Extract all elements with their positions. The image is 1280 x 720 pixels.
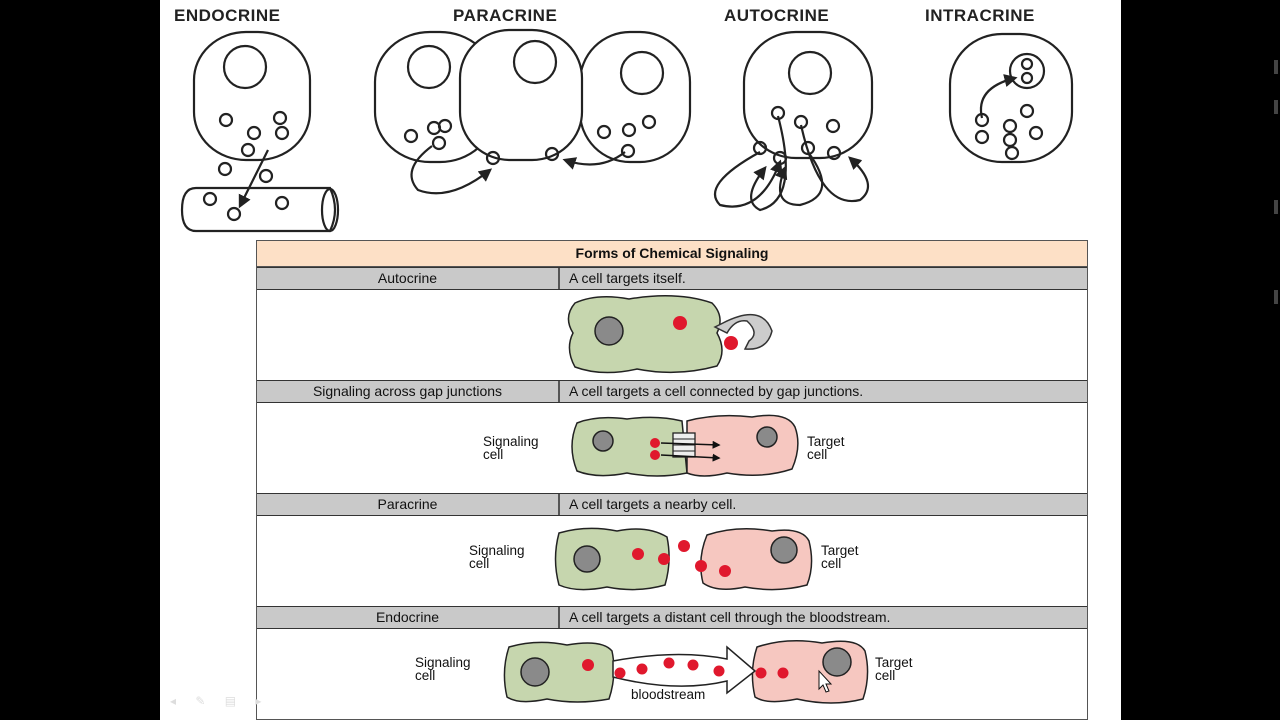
paracrine-title: PARACRINE: [453, 6, 558, 25]
signal-molecule: [650, 438, 660, 448]
intracrine-drawing: [948, 32, 1074, 164]
cell-diagrams: [503, 295, 869, 704]
signal-molecule: [650, 450, 660, 460]
target-cell: [700, 528, 813, 591]
row-name: Paracrine: [257, 494, 560, 515]
signal-molecule: [719, 565, 731, 577]
mouse-cursor-icon: [818, 669, 833, 693]
nucleus: [822, 647, 852, 677]
nucleus: [756, 426, 778, 448]
row-description: A cell targets a cell connected by gap j…: [569, 383, 864, 399]
row-description: A cell targets itself.: [569, 270, 686, 286]
row-header-paracrine: Paracrine A cell targets a nearby cell.: [257, 493, 1087, 516]
target-cell: [751, 640, 869, 704]
row-name: Signaling across gap junctions: [257, 381, 560, 402]
signaling-cell: [554, 527, 670, 591]
signaling-cell: [503, 641, 615, 703]
endocrine-drawing: [180, 30, 340, 233]
bloodstream-arrow: [612, 645, 757, 695]
endocrine-cell-diagram: [503, 640, 869, 704]
row-description: A cell targets a distant cell through th…: [569, 609, 891, 625]
signal-molecule: [724, 336, 738, 350]
nucleus: [592, 430, 614, 452]
chemical-signaling-table: Forms of Chemical Signaling Autocrine A …: [256, 240, 1088, 720]
table-title: Forms of Chemical Signaling: [257, 241, 1087, 267]
autocrine-drawing: [714, 30, 874, 212]
row-header-endocrine: Endocrine A cell targets a distant cell …: [257, 606, 1087, 629]
paracrine-drawing: [373, 28, 692, 195]
signaling-cell: [567, 295, 723, 374]
signal-molecule: [658, 553, 670, 565]
signaling-types-illustration: [180, 28, 1074, 233]
target-cell: [686, 414, 799, 477]
signal-molecule: [582, 659, 594, 671]
nucleus: [520, 657, 550, 687]
row-description: A cell targets a nearby cell.: [569, 496, 737, 512]
gap-junction-diagram: [571, 414, 799, 477]
row-header-gap-junctions: Signaling across gap junctions A cell ta…: [257, 380, 1087, 403]
right-margin: [1121, 0, 1280, 720]
nucleus: [594, 316, 624, 346]
autocrine-title: AUTOCRINE: [724, 6, 830, 25]
slide-controls[interactable]: ◂ ✎ ▤ ▸: [170, 694, 270, 708]
autocrine-arrow: [713, 313, 773, 350]
signal-molecule: [673, 316, 687, 330]
slide: ENDOCRINE PARACRINE AUTOCRINE INTRACRINE: [160, 0, 1121, 720]
endocrine-title: ENDOCRINE: [174, 6, 281, 25]
row-header-autocrine: Autocrine A cell targets itself.: [257, 267, 1087, 290]
bloodstream-label: bloodstream: [631, 687, 706, 702]
signal-molecule: [695, 560, 707, 572]
nucleus: [573, 545, 601, 573]
signal-molecule: [678, 540, 690, 552]
row-name: Endocrine: [257, 607, 560, 628]
nucleus: [770, 536, 798, 564]
autocrine-cell-diagram: [567, 295, 773, 374]
row-name: Autocrine: [257, 268, 560, 289]
signal-molecule: [632, 548, 644, 560]
intracrine-title: INTRACRINE: [925, 6, 1035, 25]
paracrine-cell-diagram: [554, 527, 813, 591]
signaling-cell: [571, 416, 688, 477]
